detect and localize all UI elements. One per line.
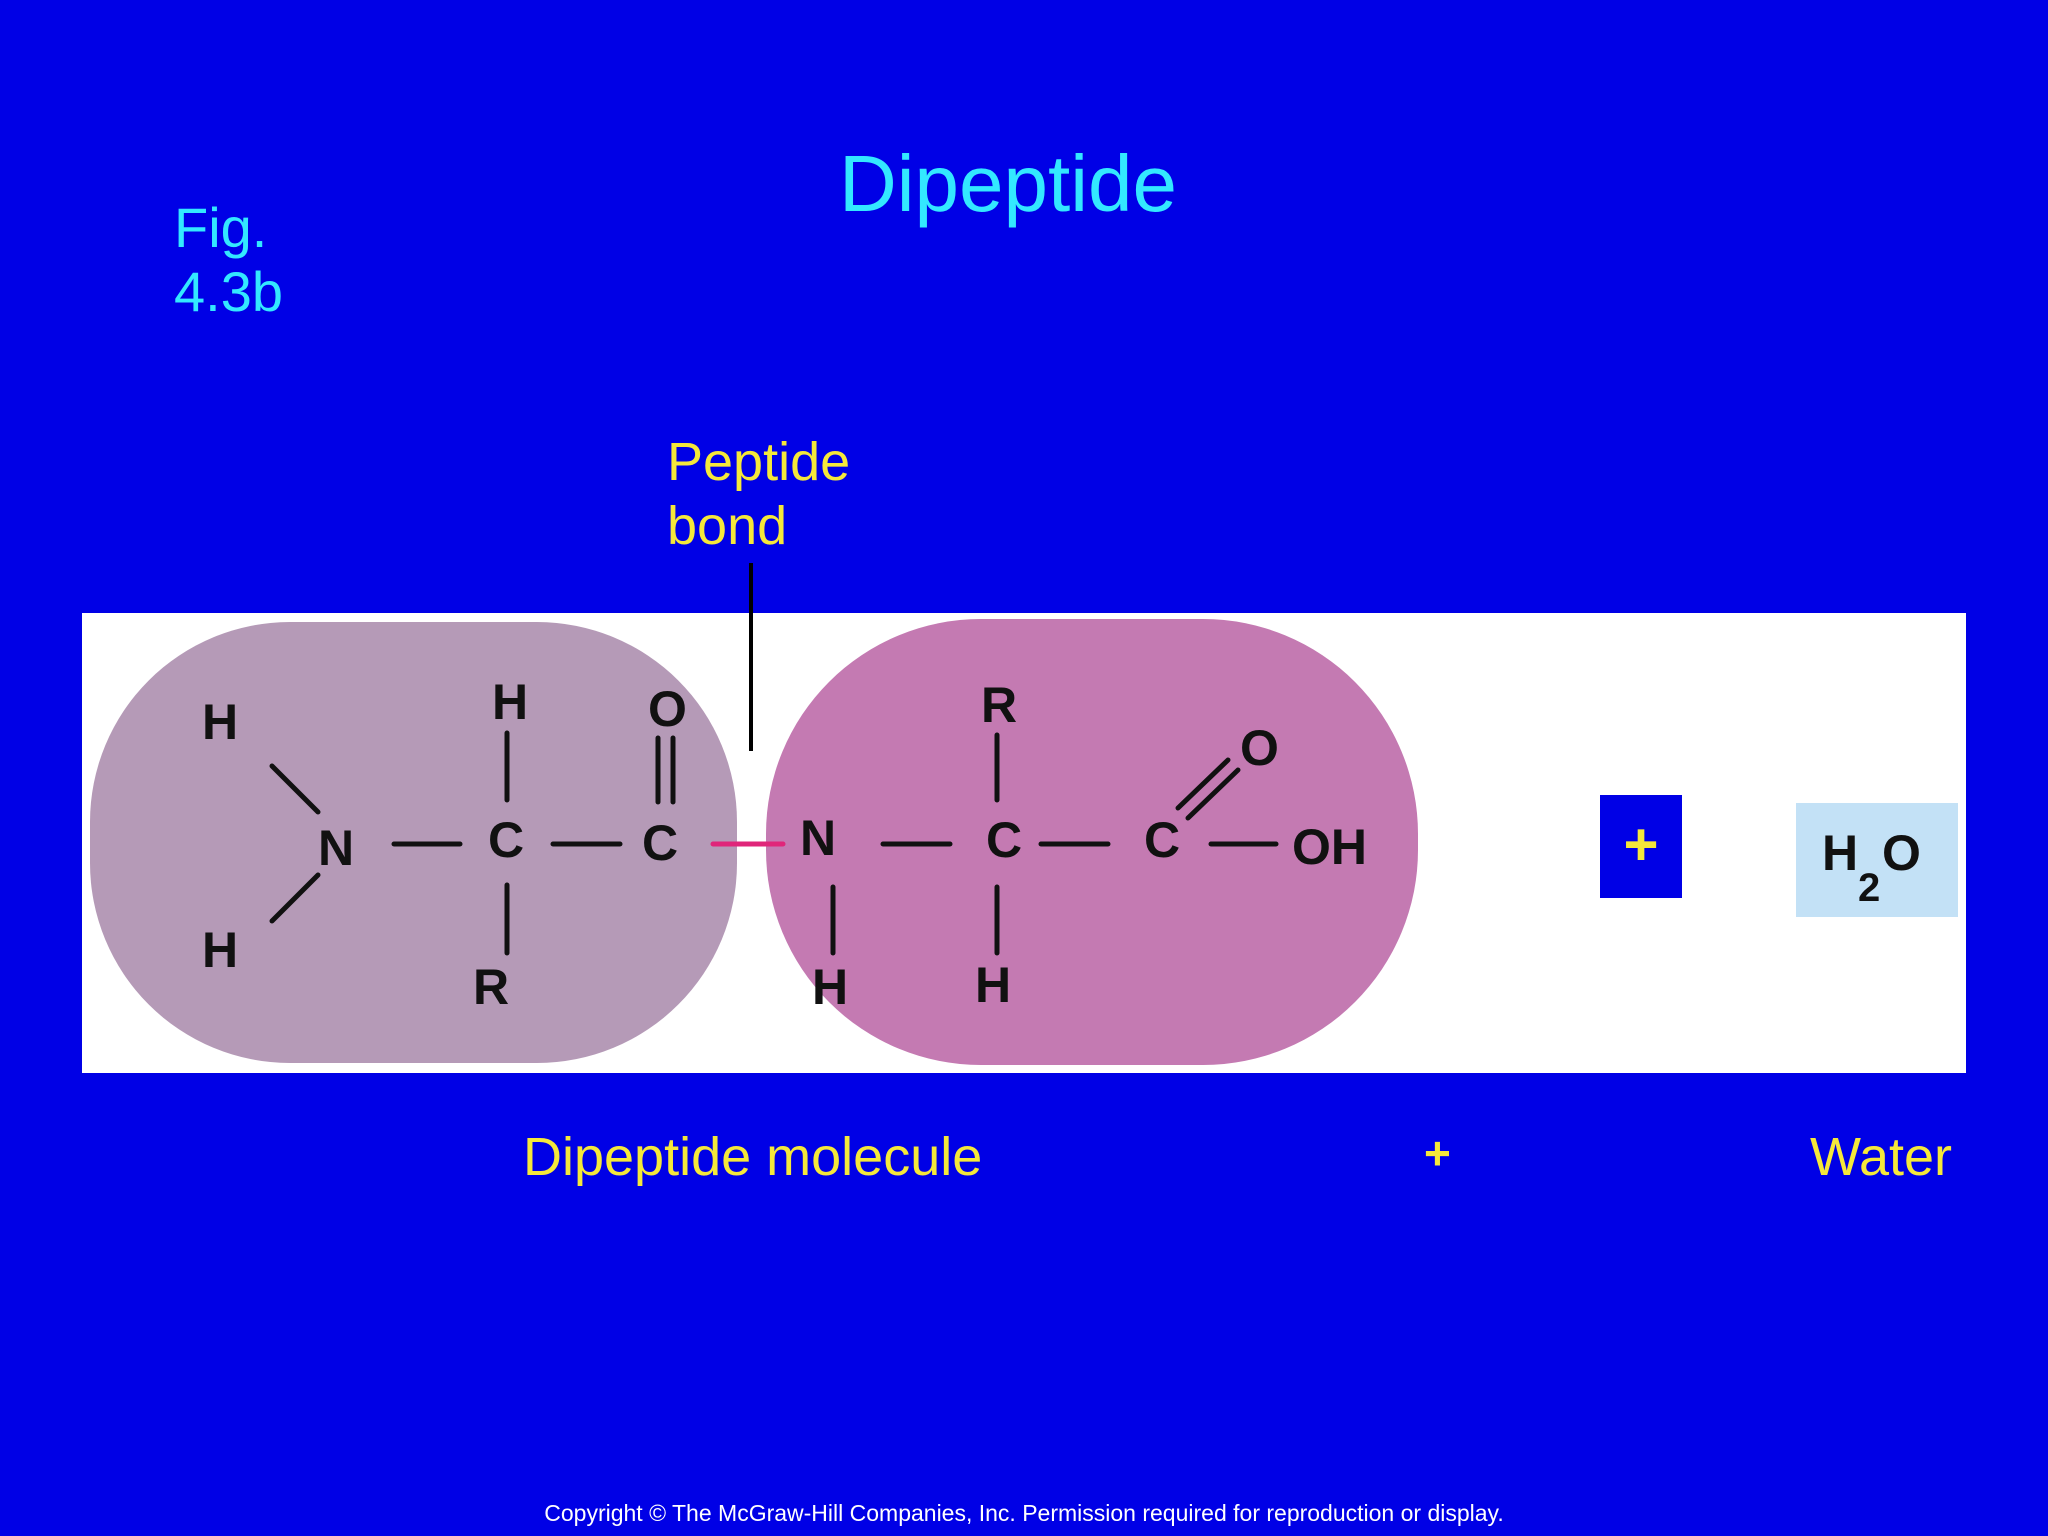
water-formula-box (1796, 803, 1958, 917)
figure-label-line2: 4.3b (174, 260, 283, 323)
atom-h-n2: H (812, 959, 849, 1015)
plus-label: + (1424, 1127, 1451, 1179)
atom-c2: C (642, 815, 679, 871)
water-formula-o: O (1882, 825, 1921, 881)
atom-c3: C (986, 812, 1023, 868)
atom-h-top-left: H (202, 694, 239, 750)
bond-c4-o-b (1185, 767, 1241, 821)
copyright-notice: Copyright © The McGraw-Hill Companies, I… (544, 1500, 1504, 1526)
water-formula-subscript: 2 (1858, 866, 1881, 910)
atom-n1: N (318, 820, 355, 876)
water-label: Water (1810, 1127, 1953, 1187)
bond-c4-o-a (1175, 757, 1231, 811)
atom-h-c3: H (975, 957, 1012, 1013)
atom-c4: C (1144, 812, 1181, 868)
figure-label-line1: Fig. (174, 196, 268, 259)
atom-n2: N (800, 810, 837, 866)
dipeptide-molecule-label: Dipeptide molecule (523, 1127, 983, 1187)
peptide-bond-label: Peptide bond (667, 430, 850, 558)
atom-h-c1: H (492, 674, 529, 730)
water-formula-h: H (1822, 825, 1859, 881)
bond-h-n1-top (269, 763, 321, 815)
atom-c1: C (488, 812, 525, 868)
plus-box: + (1600, 795, 1682, 898)
page-title: Dipeptide (838, 139, 1177, 228)
atom-h-bottom-left: H (202, 922, 239, 978)
atom-r-c1: R (473, 959, 510, 1015)
bond-h-n1-bottom (269, 872, 321, 924)
atom-o-c4: O (1240, 720, 1279, 776)
atom-o-c2: O (648, 681, 687, 737)
peptide-bond-label-line2: bond (667, 496, 788, 556)
figure-label: Fig. 4.3b (174, 196, 283, 324)
atom-oh-c4: OH (1292, 819, 1367, 875)
atom-r-c3: R (981, 677, 1018, 733)
peptide-bond-pointer (749, 563, 753, 751)
peptide-bond-label-line1: Peptide (667, 432, 851, 492)
